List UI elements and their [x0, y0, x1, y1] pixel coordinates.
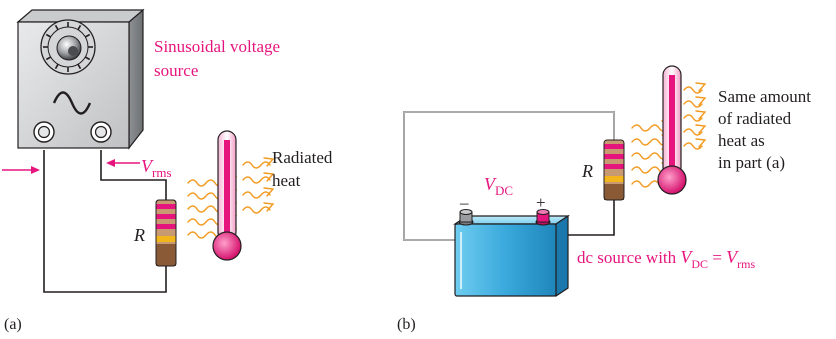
same-heat-line1: Same amount: [718, 87, 811, 106]
thermometer-icon: [212, 130, 242, 261]
dc-label-v2-sub: rms: [737, 257, 755, 271]
caption-b: (b): [397, 316, 416, 333]
sinusoidal-generator-icon: [16, 8, 145, 150]
generator-terminal-left: [33, 121, 55, 143]
vrms-arrows: [2, 159, 140, 174]
minus-terminal-label: –: [459, 193, 469, 212]
resistor-label-b: R: [581, 161, 593, 181]
knob-icon: [40, 19, 96, 75]
dc-label-v1: V: [680, 247, 693, 267]
part-b-diagram: [403, 65, 707, 298]
same-heat-line3: heat as: [718, 131, 765, 150]
same-heat-line4: in part (a): [718, 153, 785, 172]
caption-a: (a): [4, 316, 22, 333]
source-label-line1: Sinusoidal voltage: [154, 37, 280, 56]
vdc-symbol: V: [484, 174, 497, 194]
battery-icon: [453, 209, 570, 298]
dc-label-equals: =: [708, 248, 726, 267]
part-a-diagram: [2, 8, 275, 293]
vrms-symbol: V: [141, 156, 154, 176]
battery-negative-terminal: [458, 209, 474, 226]
generator-terminal-right: [90, 121, 112, 143]
dc-source-label: dc source with VDC = Vrms: [577, 247, 755, 271]
dc-label-v2: V: [726, 247, 739, 267]
source-label-line2: source: [154, 61, 198, 80]
vrms-subscript: rms: [152, 165, 172, 180]
heat-label-line1: Radiated: [272, 148, 333, 167]
resistor-icon: [155, 199, 177, 267]
thermometer-icon: [657, 65, 687, 195]
sine-wave-icon: [52, 91, 92, 115]
plus-terminal-label: +: [536, 193, 546, 212]
battery-positive-terminal: [535, 209, 551, 226]
heat-waves-b: [631, 82, 707, 188]
vdc-label: VDC: [484, 174, 513, 198]
dc-label-v1-sub: DC: [691, 257, 708, 271]
heat-label-line2: heat: [272, 171, 301, 190]
part-a-wires: [43, 150, 167, 293]
vdc-subscript: DC: [495, 183, 513, 198]
resistor-icon: [603, 139, 625, 201]
vrms-label: Vrms: [141, 156, 172, 180]
resistor-label-a: R: [133, 225, 145, 245]
same-heat-line2: of radiated: [718, 109, 792, 128]
dc-label-prefix: dc source with: [577, 248, 680, 267]
